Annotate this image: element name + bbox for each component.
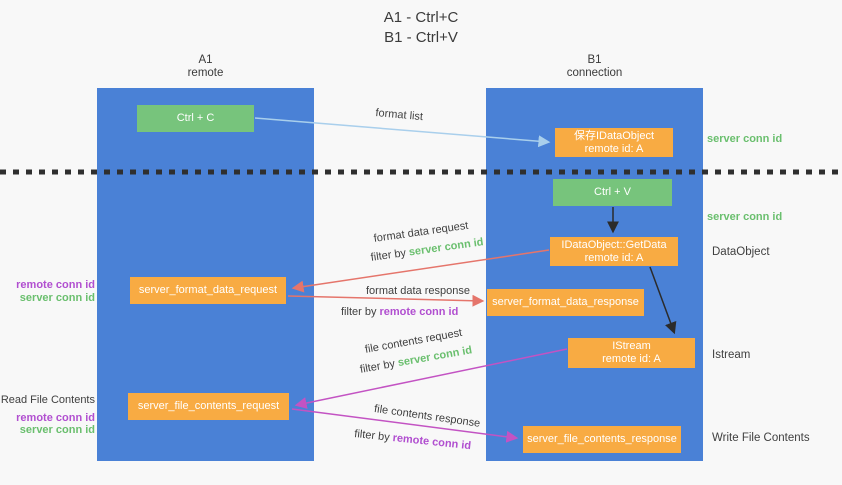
lane-a1-name: A1 bbox=[198, 54, 213, 66]
title-line-2: B1 - Ctrl+V bbox=[384, 29, 458, 46]
server-conn-id-mid-label: server conn id bbox=[707, 211, 783, 223]
lane-header-b1: B1 connection bbox=[486, 54, 703, 80]
save-idataobject-line1: 保存IDataObject bbox=[573, 129, 655, 142]
node-istream: IStream remote id: A bbox=[568, 338, 695, 368]
node-server-format-data-request: server_format_data_request bbox=[130, 277, 286, 304]
getdata-line1: IDataObject::GetData bbox=[561, 238, 667, 251]
write-file-contents-label: Write File Contents bbox=[712, 432, 810, 444]
format-list-label: format list bbox=[374, 107, 424, 124]
format-data-response-label: format data response bbox=[366, 285, 470, 297]
node-server-file-contents-request: server_file_contents_request bbox=[128, 393, 289, 420]
getdata-line2: remote id: A bbox=[584, 251, 644, 264]
filter-key-remote-conn-id: remote conn id bbox=[392, 432, 472, 453]
node-ctrl-c: Ctrl + C bbox=[137, 105, 254, 132]
node-idataobject-getdata: IDataObject::GetData remote id: A bbox=[550, 237, 678, 266]
filter-key-remote-conn-id: remote conn id bbox=[379, 306, 459, 318]
server-conn-id-format-label: server conn id bbox=[19, 292, 95, 304]
remote-conn-id-format-label: remote conn id bbox=[16, 279, 95, 291]
server-conn-id-top-label: server conn id bbox=[707, 133, 783, 145]
file-contents-response-label: file contents response bbox=[373, 403, 481, 430]
remote-conn-id-file-label: remote conn id bbox=[16, 412, 95, 424]
node-ctrl-v: Ctrl + V bbox=[553, 179, 672, 206]
server-format-data-request-label: server_format_data_request bbox=[138, 284, 278, 296]
node-server-format-data-response: server_format_data_response bbox=[487, 289, 644, 316]
lane-b1-role: connection bbox=[566, 67, 623, 79]
istream-line1: IStream bbox=[612, 340, 651, 352]
server-file-contents-request-label: server_file_contents_request bbox=[137, 400, 280, 412]
istream-side-label: Istream bbox=[712, 349, 751, 361]
server-file-contents-response-label: server_file_contents_response bbox=[527, 433, 677, 445]
ctrl-v-label: Ctrl + V bbox=[594, 186, 631, 198]
istream-line2: remote id: A bbox=[602, 353, 661, 365]
filter-by-prefix: filter by bbox=[359, 357, 397, 376]
diagram-title: A1 - Ctrl+C B1 - Ctrl+V bbox=[0, 8, 842, 48]
server-format-data-response-label: server_format_data_response bbox=[492, 296, 639, 308]
lane-b1-name: B1 bbox=[587, 54, 602, 66]
filter-by-prefix: filter by bbox=[353, 428, 391, 444]
title-line-1: A1 - Ctrl+C bbox=[383, 9, 459, 26]
lane-a1-role: remote bbox=[187, 67, 224, 79]
server-conn-id-file-label: server conn id bbox=[19, 424, 95, 436]
save-idataobject-line2: remote id: A bbox=[584, 142, 644, 155]
read-file-contents-label: Read File Contents bbox=[0, 394, 95, 406]
filter-by-prefix: filter by bbox=[370, 247, 407, 264]
lane-header-a1: A1 remote bbox=[97, 54, 314, 80]
node-save-idataobject: 保存IDataObject remote id: A bbox=[555, 128, 673, 157]
dataobject-label: DataObject bbox=[712, 246, 770, 258]
ctrl-c-label: Ctrl + C bbox=[176, 112, 215, 124]
node-server-file-contents-response: server_file_contents_response bbox=[523, 426, 681, 453]
filter-by-prefix: filter by bbox=[341, 306, 377, 318]
